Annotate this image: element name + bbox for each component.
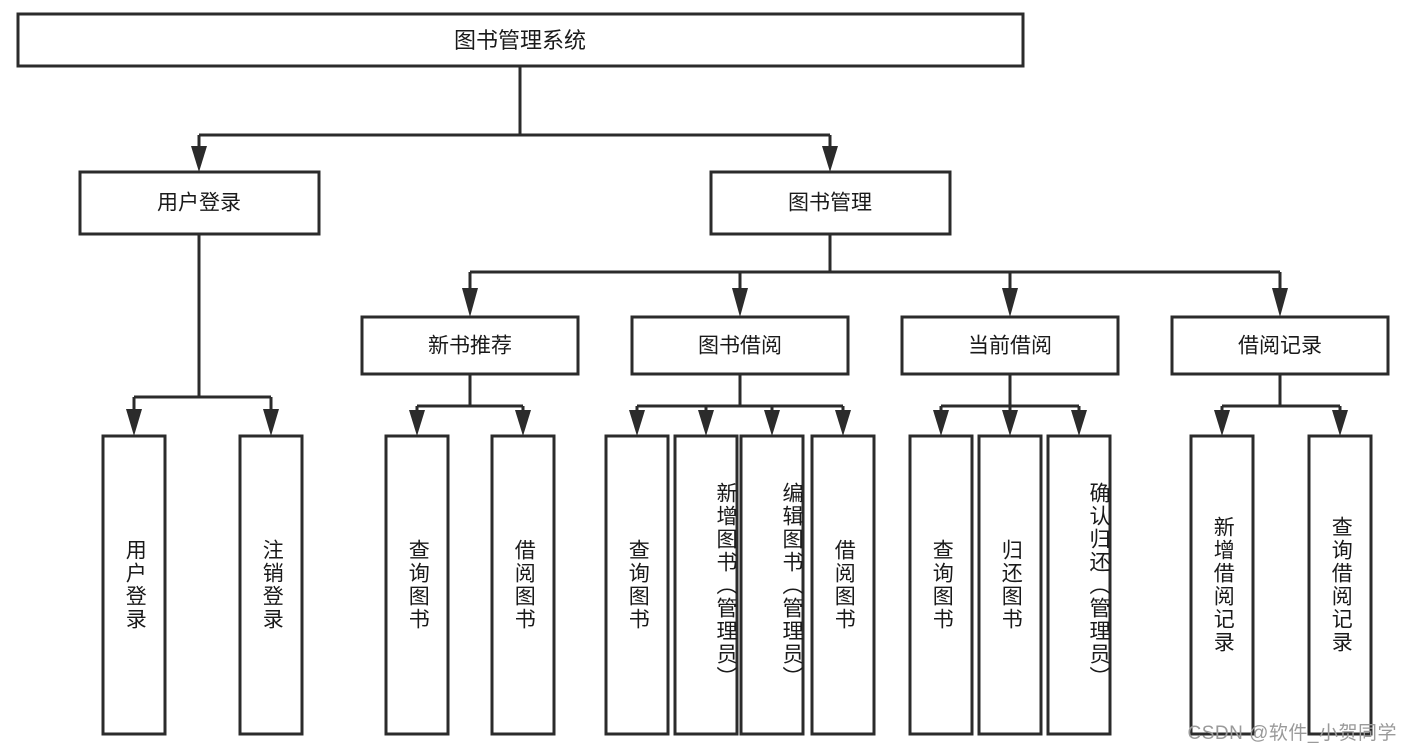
node-root-system-box[interactable] bbox=[16, 12, 1025, 68]
connector-user-login-to-leaves bbox=[126, 234, 279, 436]
csdn-watermark: CSDN @软件_小贺同学 bbox=[1187, 723, 1397, 744]
node-root-system[interactable]: 图书管理系统 bbox=[16, 12, 1025, 68]
leaf-box-add-record[interactable] bbox=[1189, 434, 1255, 736]
node-book-borrow[interactable]: 图书借阅 bbox=[630, 315, 850, 376]
node-borrow-record[interactable]: 借阅记录 bbox=[1170, 315, 1390, 376]
arrow-to-book-management bbox=[822, 146, 838, 172]
leaf-box-query-record[interactable] bbox=[1307, 434, 1373, 736]
arrow-to-leaf-query-book-3 bbox=[933, 410, 949, 436]
leaf-box-borrow-book-2[interactable] bbox=[810, 434, 876, 736]
node-new-book-recommend-label: 新书推荐 bbox=[428, 335, 512, 358]
node-user-login[interactable]: 用户登录 bbox=[78, 170, 321, 236]
connector-root-to-level2 bbox=[191, 66, 838, 172]
node-user-login-label: 用户登录 bbox=[157, 192, 241, 215]
node-book-management[interactable]: 图书管理 bbox=[709, 170, 952, 236]
connector-current-borrow-to-leaves bbox=[933, 374, 1087, 436]
node-current-borrow[interactable]: 当前借阅 bbox=[900, 315, 1120, 376]
arrow-to-user-login bbox=[191, 146, 207, 172]
arrow-to-leaf-add-record bbox=[1214, 410, 1230, 436]
node-new-book-recommend-box[interactable] bbox=[360, 315, 580, 376]
connector-new-book-recommend-to-leaves bbox=[409, 374, 531, 436]
node-current-borrow-label: 当前借阅 bbox=[968, 335, 1052, 358]
node-root-system-label: 图书管理系统 bbox=[454, 28, 586, 53]
leaf-box-query-book-3[interactable] bbox=[908, 434, 974, 736]
connector-book-management-to-level3 bbox=[462, 234, 1288, 317]
leaf-box-return-book[interactable] bbox=[977, 434, 1043, 736]
node-book-management-label: 图书管理 bbox=[788, 192, 872, 215]
leaf-box-confirm-return[interactable] bbox=[1046, 434, 1112, 736]
node-current-borrow-box[interactable] bbox=[900, 315, 1120, 376]
node-borrow-record-label: 借阅记录 bbox=[1238, 335, 1322, 358]
arrow-to-leaf-confirm-return bbox=[1071, 410, 1087, 436]
leaf-box-query-book-1[interactable] bbox=[384, 434, 450, 736]
connector-borrow-record-to-leaves bbox=[1214, 374, 1348, 436]
leaf-box-user-logout[interactable] bbox=[238, 434, 304, 736]
arrow-to-leaf-edit-book bbox=[764, 410, 780, 436]
arrow-to-leaf-user-logout bbox=[263, 409, 279, 436]
connector-book-borrow-to-leaves bbox=[629, 374, 851, 436]
arrow-to-book-borrow bbox=[732, 288, 748, 317]
leaf-box-query-book-2[interactable] bbox=[604, 434, 670, 736]
arrow-to-leaf-add-book bbox=[698, 410, 714, 436]
arrow-to-current-borrow bbox=[1002, 288, 1018, 317]
node-book-borrow-label: 图书借阅 bbox=[698, 335, 782, 358]
arrow-to-leaf-user-login bbox=[126, 409, 142, 436]
arrow-to-new-book-recommend bbox=[462, 288, 478, 317]
arrow-to-leaf-return-book bbox=[1002, 410, 1018, 436]
node-user-login-box[interactable] bbox=[78, 170, 321, 236]
arrow-to-leaf-query-book-1 bbox=[409, 410, 425, 436]
leaf-box-user-login[interactable] bbox=[101, 434, 167, 736]
arrow-to-leaf-borrow-book-1 bbox=[515, 410, 531, 436]
node-new-book-recommend[interactable]: 新书推荐 bbox=[360, 315, 580, 376]
arrow-to-leaf-borrow-book-2 bbox=[835, 410, 851, 436]
leaf-box-edit-book[interactable] bbox=[739, 434, 805, 736]
arrow-to-borrow-record bbox=[1272, 288, 1288, 317]
leaf-box-borrow-book-1[interactable] bbox=[490, 434, 556, 736]
leaf-box-add-book[interactable] bbox=[673, 434, 739, 736]
arrow-to-leaf-query-book-2 bbox=[629, 410, 645, 436]
arrow-to-leaf-query-record bbox=[1332, 410, 1348, 436]
